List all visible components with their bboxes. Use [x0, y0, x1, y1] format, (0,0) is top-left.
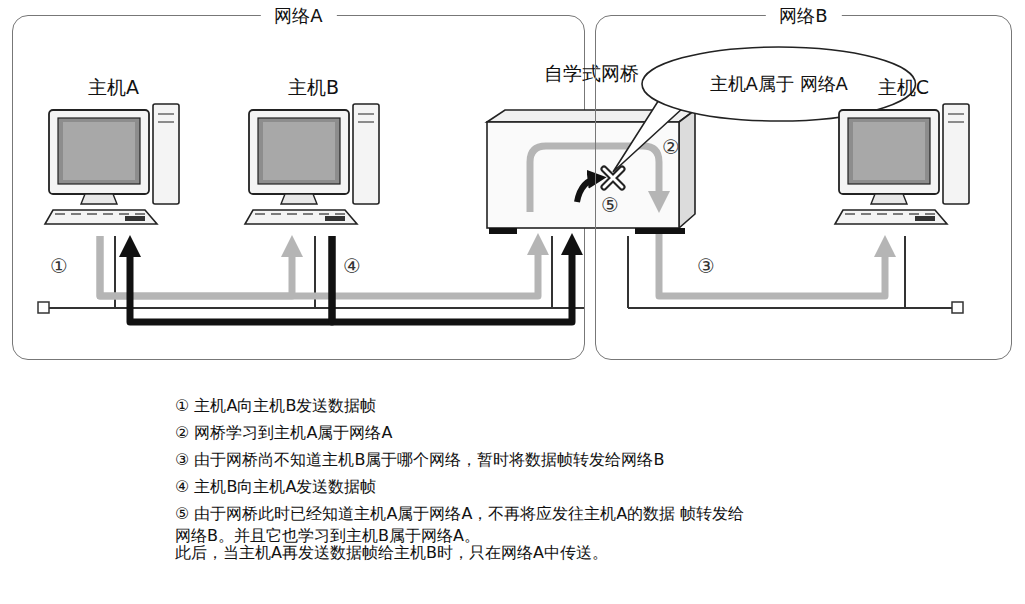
flow-arrow	[100, 236, 538, 296]
node-label: 主机A	[41, 76, 186, 98]
terminator	[952, 302, 963, 313]
caption: 此后，当主机A再发送数据帧给主机B时，只在网络A中传送。	[175, 542, 608, 564]
step-note: ⑤ 由于网桥此时已经知道主机A属于网络A，不再将应发往主机A的数据 帧转发给网络…	[175, 503, 750, 547]
region-title: 网络B	[765, 4, 841, 28]
step-note: ② 网桥学习到主机A属于网络A	[175, 422, 392, 444]
host-computer: 主机C	[831, 76, 976, 236]
drop-cable	[551, 236, 553, 308]
flow-arrow	[659, 234, 885, 296]
step-note: ① 主机A向主机B发送数据帧	[175, 395, 376, 417]
flow-arrow	[130, 236, 332, 322]
terminator	[38, 302, 49, 313]
bus-wire	[628, 307, 952, 309]
drop-cable	[904, 236, 906, 308]
callout-number: ⑤	[601, 194, 619, 216]
step-note: ④ 主机B向主机A发送数据帧	[175, 476, 376, 498]
callout-text: 主机A属于 网络A	[640, 73, 918, 95]
callout-number: ③	[697, 255, 715, 277]
callout-number: ④	[343, 255, 361, 277]
computer-icon	[41, 76, 186, 236]
node-label: 主机C	[831, 76, 976, 98]
callout-number: ①	[50, 255, 68, 277]
callout-number: ②	[662, 136, 680, 158]
host-computer: 主机B	[241, 76, 386, 236]
node-label: 主机B	[241, 76, 386, 98]
flow-arrow	[332, 236, 572, 322]
network-region: 网络B主机C	[595, 15, 1012, 360]
host-computer: 主机A	[41, 76, 186, 236]
computer-icon	[831, 76, 976, 236]
region-title: 网络A	[260, 4, 336, 28]
drop-cable	[627, 236, 629, 308]
step-note: ③ 由于网桥尚不知道主机B属于哪个网络，暂时将数据帧转发给网络B	[175, 449, 664, 471]
computer-icon	[241, 76, 386, 236]
